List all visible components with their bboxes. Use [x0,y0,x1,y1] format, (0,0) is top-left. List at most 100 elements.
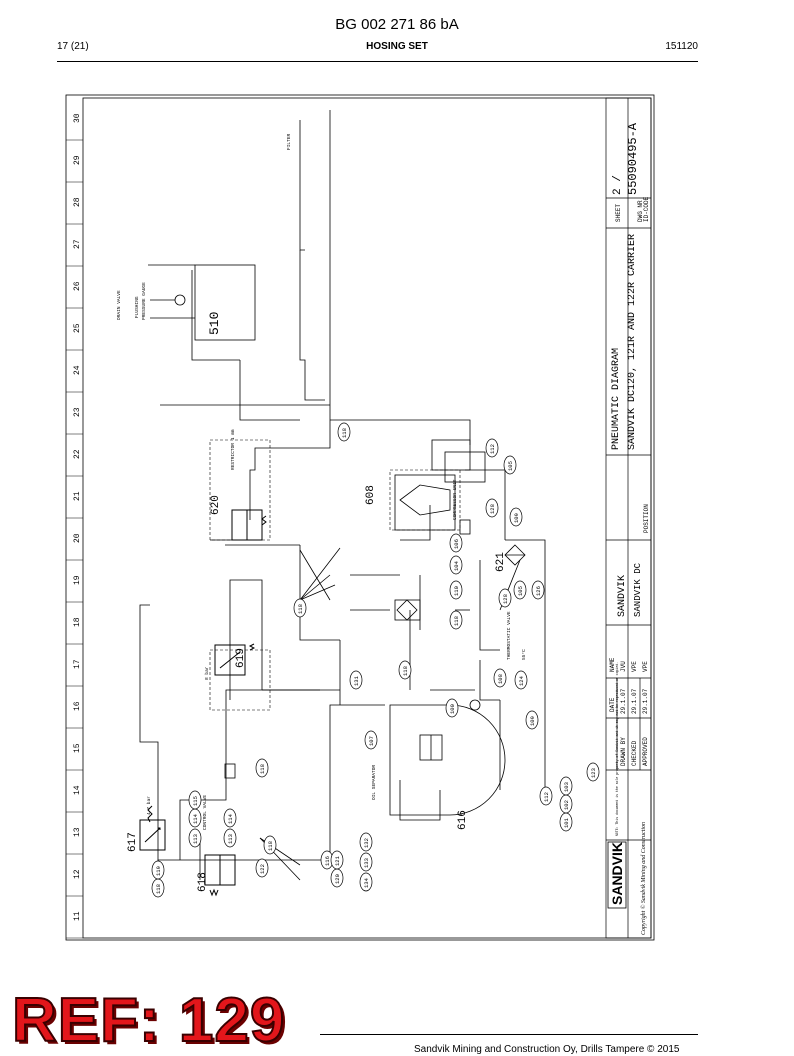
balloon-number: 126 [535,586,542,596]
label-617: 617 [127,832,139,852]
balloon-number: 115 [192,796,199,806]
balloon-circle [359,872,373,892]
balloon-number: 128 [489,504,496,514]
balloon-number: 102 [563,800,570,810]
tb-drawn-label: DRAWN BY [620,737,627,766]
section-title: HOSING SET [366,41,428,52]
balloon-circle [263,835,277,855]
grid-number: 19 [73,575,82,585]
balloon-number: 121 [334,855,341,866]
grid-number: 23 [73,407,82,417]
balloon-number: 100 [449,704,456,714]
balloon-circle [503,455,517,475]
dashed-lines [209,439,461,711]
balloon-number: 109 [529,716,536,726]
balloon-circle [223,828,237,848]
tb-drawn-name: JVU [620,661,627,672]
label-filter: FILTER [286,133,292,150]
balloon-circle [359,832,373,852]
balloon-number: 118 [297,604,304,614]
balloon-circle [293,598,307,618]
balloon-number: 118 [453,616,460,626]
balloon-circle [485,498,499,518]
balloon-circle [493,668,507,688]
tb-approved-name: VPE [642,661,649,672]
balloon-circle [255,758,269,778]
balloon-circle [539,786,553,806]
grid-number: 24 [73,365,82,375]
tb-notice: NOTE: This document is the sole property… [615,662,619,836]
balloon-circle [151,860,165,880]
title-block [605,97,652,939]
grid-number: 26 [73,281,82,291]
balloon-circle [559,776,573,796]
date-code: 151120 [665,41,698,52]
balloon-circle [586,762,600,782]
tb-dwg-value: 55090495-A [626,122,640,195]
balloon-number: 101 [563,817,570,828]
label-oil-separator: OIL SEPARATOR [371,765,377,800]
tb-title-1: PNEUMATIC DIAGRAM [611,348,622,450]
label-pressure-gauge: PRESSURE GAUGE [141,282,147,320]
balloon-number: 107 [368,736,375,746]
tb-name-header: NAME [609,657,616,672]
component-608 [394,439,486,531]
ref-stamp: REF: 129 [11,985,286,1056]
drawing-frame-outer [65,94,655,941]
grid-number: 14 [73,785,82,795]
grid-number: 16 [73,701,82,711]
balloon-number: 113 [227,834,234,844]
balloon-number: 105 [507,461,514,471]
grid-number: 27 [73,239,82,249]
grid-number: 11 [73,911,82,921]
tb-position: POSITION [643,504,650,533]
label-restrictor: RESTRICTOR 1 mm [230,429,236,470]
balloon-circle [449,533,463,553]
label-510: 510 [207,312,222,335]
balloon-circle [359,852,373,872]
balloon-number: 118 [402,666,409,676]
annotations: OIL SEPARATOR COMPRESSOR UNIT THERMOSTAT… [116,133,527,830]
header-rule [57,61,698,62]
balloon-number: 118 [155,884,162,894]
label-620: 620 [210,495,222,515]
component-619 [214,643,256,676]
logo-box [607,841,627,909]
grid-number: 30 [73,113,82,123]
grid-number: 28 [73,197,82,207]
balloon-number: 123 [590,768,597,778]
balloon-circle [525,710,539,730]
balloon-number: 128 [502,594,509,604]
balloon-number: 133 [363,858,370,868]
component-labels: 617 618 619 620 608 616 621 510 [127,312,507,892]
tb-company-full: SANDVIK DC [633,562,643,617]
component-617 [139,805,166,851]
tb-copyright: Copyright © Sandvik Mining and Construct… [640,822,647,935]
tb-approved-label: APPROVED [642,737,649,766]
label-control-valve: CONTROL VALVE [202,795,208,830]
balloon-circle [514,670,528,690]
tb-sheet-value: 2 / [612,175,624,195]
balloon-number: 103 [563,782,570,792]
label-619: 619 [235,648,247,668]
balloon-number: 120 [334,874,341,884]
balloon-circle [255,858,269,878]
label-thermostatic-valve: THERMOSTATIC VALVE [506,611,512,660]
small-valves [224,519,481,779]
tb-company: SANDVIK [617,575,628,617]
balloon-circle [364,730,378,750]
tb-checked-label: CHECKED [631,740,638,766]
balloon-number: 134 [363,877,370,888]
title-block-text: SHEET 2 / DWG NR 55090495-A ID-CODE PNEU… [609,122,650,935]
balloon-number: 132 [363,838,370,848]
grid-number: 29 [73,155,82,165]
balloon-circle [485,438,499,458]
label-608: 608 [365,485,377,505]
balloon-circle [398,660,412,680]
component-618 [204,854,236,897]
balloon-circle [509,507,523,527]
balloon-number: 104 [453,560,460,571]
grid-number: 17 [73,659,82,669]
component-510 [174,264,256,341]
